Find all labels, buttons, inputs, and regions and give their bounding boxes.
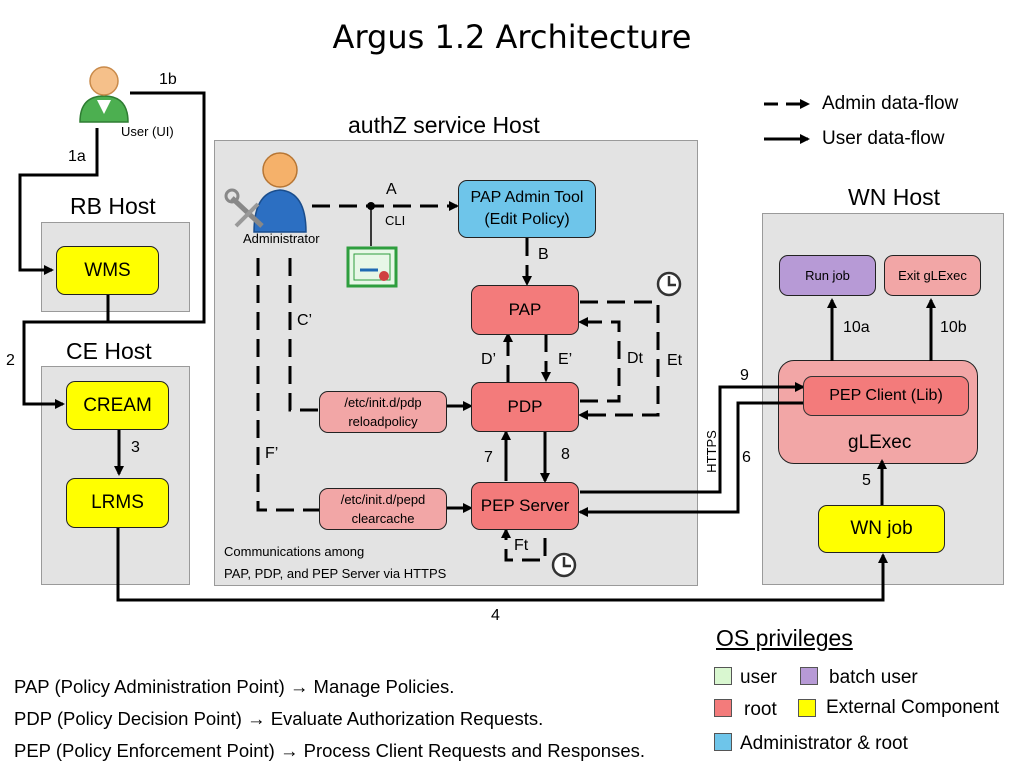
glexec-label: gLExec (848, 432, 912, 453)
flow-label-4: 4 (491, 607, 500, 624)
definition-pdp: PDP (Policy Decision Point) → Evaluate A… (14, 708, 544, 729)
communications-note-line2: PAP, PDP, and PEP Server via HTTPS (224, 566, 447, 581)
wms-box: WMS (56, 246, 159, 295)
pep-client-box: PEP Client (Lib) (803, 376, 969, 416)
administrator-label: Administrator (243, 231, 320, 246)
flow-label-5: 5 (862, 472, 871, 489)
page-title: Argus 1.2 Architecture (332, 18, 692, 56)
flow-label-b: B (538, 246, 549, 263)
communications-note-line1: Communications among (224, 544, 365, 559)
swatch-root (714, 699, 732, 717)
ce-host-label: CE Host (66, 338, 152, 364)
flow-label-d: D’ (481, 351, 497, 368)
pepd-clearcache-box: /etc/init.d/pepd clearcache (319, 488, 447, 530)
pdp-reloadpolicy-box: /etc/init.d/pdp reloadpolicy (319, 391, 447, 433)
flow-label-e: E’ (558, 351, 573, 368)
rb-host-label: RB Host (70, 193, 156, 219)
privilege-batch-user-label: batch user (829, 667, 918, 688)
flow-label-10a: 10a (843, 319, 870, 336)
flow-label-https: HTTPS (703, 430, 719, 473)
definition-pap: PAP (Policy Administration Point) → Mana… (14, 676, 455, 697)
user-icon (79, 66, 129, 123)
certificate-icon (346, 246, 398, 288)
flow-label-dt: Dt (627, 350, 643, 367)
flow-label-c: C’ (297, 312, 313, 329)
flow-label-7: 7 (484, 449, 493, 466)
clock-icon-ft (551, 552, 577, 578)
swatch-batch-user (800, 667, 818, 685)
definition-pep: PEP (Policy Enforcement Point) → Process… (14, 740, 646, 761)
legend-user-flow: User data-flow (822, 128, 945, 149)
pep-server-box: PEP Server (471, 482, 579, 530)
flow-label-8: 8 (561, 446, 570, 463)
exit-glexec-box: Exit gLExec (884, 255, 981, 296)
flow-label-10b: 10b (940, 319, 967, 336)
flow-label-1b: 1b (159, 71, 177, 88)
privilege-user-label: user (740, 667, 777, 688)
flow-label-a: A (386, 181, 397, 198)
wn-host-label: WN Host (848, 184, 940, 210)
flow-label-6: 6 (742, 449, 751, 466)
privilege-admin-root-label: Administrator & root (740, 733, 908, 754)
pap-box: PAP (471, 285, 579, 335)
legend-admin-flow: Admin data-flow (822, 93, 959, 114)
swatch-user (714, 667, 732, 685)
authz-host-label: authZ service Host (348, 112, 540, 138)
flow-label-2: 2 (6, 352, 15, 369)
cream-box: CREAM (66, 381, 169, 430)
flow-label-3: 3 (131, 439, 140, 456)
flow-label-1a: 1a (68, 148, 86, 165)
flow-label-f: F’ (265, 445, 279, 462)
administrator-icon (224, 152, 307, 233)
user-label: User (UI) (121, 124, 174, 139)
privilege-external-label: External Component (826, 697, 1000, 718)
pap-admin-tool-box: PAP Admin Tool (Edit Policy) (458, 180, 596, 238)
run-job-box: Run job (779, 255, 876, 296)
flow-label-ft: Ft (514, 537, 529, 554)
swatch-admin-root (714, 733, 732, 751)
clock-icon-et (656, 271, 682, 297)
wn-job-box: WN job (818, 505, 945, 553)
flow-label-9: 9 (740, 367, 749, 384)
lrms-box: LRMS (66, 478, 169, 528)
flow-label-et: Et (667, 352, 683, 369)
os-privileges-title: OS privileges (716, 625, 853, 651)
flow-label-cli: CLI (385, 213, 406, 228)
privilege-root-label: root (744, 699, 777, 720)
swatch-external (798, 699, 816, 717)
pdp-box: PDP (471, 382, 579, 432)
